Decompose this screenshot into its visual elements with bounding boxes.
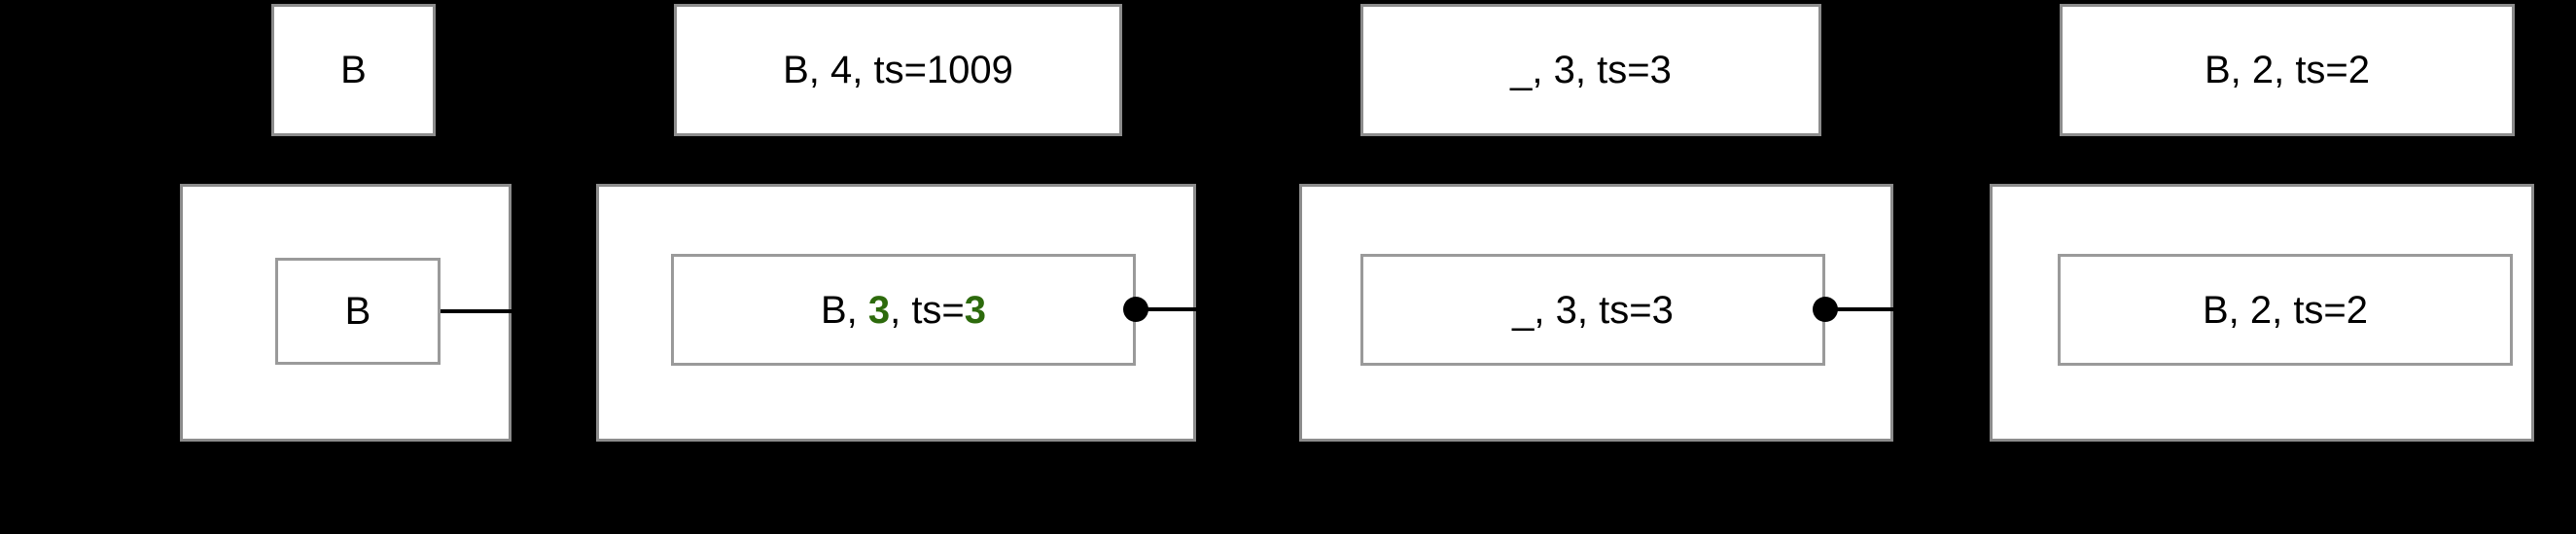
ghost-connector-stub-1 <box>436 67 445 72</box>
ghost-connector-stub-3 <box>1821 67 1831 72</box>
ghost-cell-4: B, 2, ts=2 <box>2060 4 2515 136</box>
ghost-cell-3-label: _, 3, ts=3 <box>1510 49 1672 91</box>
ghost-connector-stub-2 <box>1122 67 1132 72</box>
ghost-cell-1-label: B <box>340 49 367 91</box>
node-3-label: _, 3, ts=3 <box>1512 288 1674 332</box>
ghost-cell-3: _, 3, ts=3 <box>1360 4 1821 136</box>
label-segment-3: 3 <box>964 288 987 332</box>
label-segment-2: , ts= <box>890 288 965 332</box>
node-1-inner[interactable]: B <box>275 258 441 365</box>
ghost-cell-2-label: B, 4, ts=1009 <box>783 49 1013 91</box>
edge-1-to-2 <box>441 309 614 313</box>
ghost-cell-2: B, 4, ts=1009 <box>674 4 1122 136</box>
edge-3-to-4 <box>1825 307 2006 311</box>
node-3-inner[interactable]: _, 3, ts=3 <box>1360 254 1825 366</box>
label-segment-0: B, <box>820 288 868 332</box>
edge-2-to-3 <box>1136 307 1317 311</box>
node-4-label: B, 2, ts=2 <box>2202 288 2369 332</box>
ghost-cell-1: B <box>271 4 436 136</box>
label-segment-1: 3 <box>867 288 891 332</box>
node-2-inner[interactable]: B, 3, ts=3 <box>671 254 1136 366</box>
node-4-inner[interactable]: B, 2, ts=2 <box>2058 254 2513 366</box>
ghost-cell-4-label: B, 2, ts=2 <box>2204 49 2371 91</box>
node-2-label: B, 3, ts=3 <box>821 291 986 330</box>
node-1-label: B <box>344 290 371 333</box>
